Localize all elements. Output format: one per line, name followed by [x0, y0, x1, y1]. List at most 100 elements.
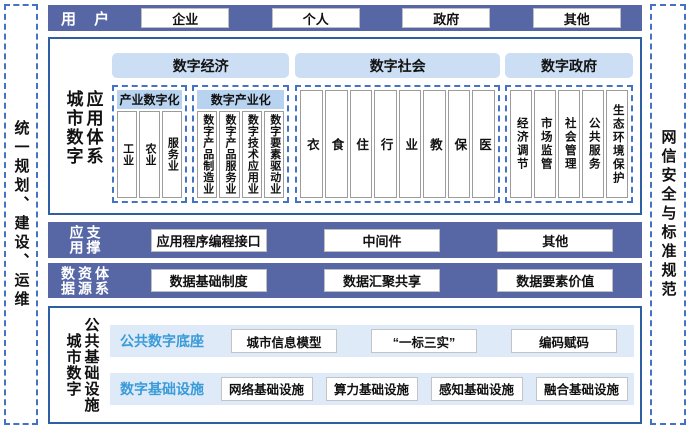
diagram-center-column: 用 户 企业 个人 政府 其他 城市数字 应用体系 数字经济 [48, 4, 642, 425]
item-one-standard-three-reals: “一标三实” [371, 329, 477, 354]
data-item-basic-system: 数据基础制度 [150, 269, 267, 292]
user-item-other: 其他 [532, 8, 621, 28]
digital-society-columns: 衣 食 住 行 业 教 保 医 [300, 90, 496, 198]
right-security-standards-panel: 网信安全与标准规范 [650, 4, 686, 425]
digital-industrialization-header: 数字产业化 [197, 90, 285, 109]
column-social-management: 社会管理 [558, 90, 580, 198]
group-industry-digitalization: 产业数字化 工业 农业 服务业 [112, 85, 188, 203]
support-item-other: 其他 [497, 228, 614, 252]
data-item-aggregation-sharing: 数据汇聚共享 [323, 269, 440, 292]
public-infrastructure-label-col2: 公共基础设施 [82, 317, 100, 413]
column-industry: 工业 [117, 111, 138, 198]
data-resource-label-col1: 数据 [60, 265, 76, 296]
item-computing-infrastructure: 算力基础设施 [325, 376, 418, 401]
application-support-label-col2: 支撑 [85, 225, 102, 255]
item-sensing-infrastructure: 感知基础设施 [430, 376, 523, 401]
digital-society-header: 数字社会 [295, 53, 500, 78]
item-converged-infrastructure: 融合基础设施 [535, 376, 628, 401]
column-education: 教 [423, 90, 446, 198]
user-zone-government: 政府 [381, 8, 512, 28]
data-zone-basic-system: 数据基础制度 [122, 269, 295, 292]
application-system-label-col1: 城市数字 [63, 90, 83, 166]
column-social-security: 保 [447, 90, 471, 198]
user-zone-enterprise: 企业 [120, 8, 251, 28]
industry-digitalization-columns: 工业 农业 服务业 [117, 111, 183, 198]
digital-infrastructure-row: 数字基础设施 网络基础设施 算力基础设施 感知基础设施 融合基础设施 [110, 372, 634, 405]
application-support-label-col1: 应用 [68, 225, 85, 255]
right-panel-label: 网信安全与标准规范 [659, 129, 677, 300]
public-infrastructure-label-col1: 城市数字 [64, 333, 82, 397]
application-support-label: 应用 支撑 [48, 225, 122, 255]
left-governance-panel: 统一规划、建设、运维 [4, 4, 38, 425]
user-item-government: 政府 [402, 8, 491, 28]
item-city-information-model: 城市信息模型 [231, 329, 337, 354]
base-zone-one-standard-three-reals: “一标三实” [354, 329, 494, 354]
column-housing: 住 [349, 90, 373, 198]
left-panel-label: 统一规划、建设、运维 [12, 119, 30, 310]
public-digital-base-row: 公共数字底座 城市信息模型 “一标三实” 编码赋码 [110, 325, 634, 358]
digital-government-body: 经济调节 市场监管 社会管理 公共服务 生态环境保护 [505, 85, 633, 203]
user-item-individual: 个人 [271, 8, 360, 28]
column-food: 食 [324, 90, 348, 198]
section-digital-economy: 数字经济 产业数字化 工业 农业 服务业 数字产业化 数字产品制造业 [112, 53, 290, 203]
item-coding-assignment: 编码赋码 [511, 329, 617, 354]
public-infrastructure-label: 城市数字 公共基础设施 [54, 310, 110, 420]
column-service-industry: 服务业 [161, 111, 183, 198]
column-economic-regulation: 经济调节 [510, 90, 532, 198]
user-item-enterprise: 企业 [141, 8, 230, 28]
section-digital-government: 数字政府 经济调节 市场监管 社会管理 公共服务 生态环境保护 [505, 53, 633, 203]
column-clothing: 衣 [300, 90, 323, 198]
column-digital-technology-application: 数字技术应用业 [241, 111, 263, 198]
support-zone-other: 其他 [469, 228, 642, 252]
data-resource-label-col2: 资源 [77, 265, 93, 296]
group-digital-industrialization: 数字产业化 数字产品制造业 数字产品服务业 数字技术应用业 数字要素驱动业 [192, 85, 290, 203]
data-resource-label-col3: 体系 [94, 265, 110, 296]
section-digital-society: 数字社会 衣 食 住 行 业 教 保 医 [295, 53, 500, 203]
application-system-box: 城市数字 应用体系 数字经济 产业数字化 工业 农业 服务业 [48, 37, 642, 215]
column-market-supervision: 市场监管 [534, 90, 556, 198]
infra-zone-converged: 融合基础设施 [529, 376, 634, 401]
column-agriculture: 农业 [139, 111, 160, 198]
data-zone-aggregation-sharing: 数据汇聚共享 [295, 269, 468, 292]
support-zone-middleware: 中间件 [295, 228, 468, 252]
column-digital-factor-driven: 数字要素驱动业 [264, 111, 285, 198]
column-transport: 行 [374, 90, 397, 198]
digital-economy-header: 数字经济 [112, 53, 290, 78]
public-infrastructure-rows: 公共数字底座 城市信息模型 “一标三实” 编码赋码 数字基础设施 网络基础设施 [110, 310, 634, 420]
support-item-api: 应用程序编程接口 [150, 228, 267, 252]
data-zone-factor-value: 数据要素价值 [469, 269, 642, 292]
base-zone-city-information-model: 城市信息模型 [214, 329, 354, 354]
public-infrastructure-box: 城市数字 公共基础设施 公共数字底座 城市信息模型 “一标三实” 编码赋码 [48, 306, 642, 424]
digital-economy-body: 产业数字化 工业 农业 服务业 数字产业化 数字产品制造业 数字产品服务业 数字… [112, 85, 290, 203]
application-system-label-col2: 应用体系 [83, 90, 103, 166]
column-digital-product-manufacturing: 数字产品制造业 [197, 111, 218, 198]
digital-society-body: 衣 食 住 行 业 教 保 医 [295, 85, 500, 203]
column-public-service: 公共服务 [582, 90, 604, 198]
item-network-infrastructure: 网络基础设施 [220, 376, 313, 401]
column-digital-product-services: 数字产品服务业 [219, 111, 240, 198]
digital-industrialization-columns: 数字产品制造业 数字产品服务业 数字技术应用业 数字要素驱动业 [197, 111, 285, 198]
support-zone-api: 应用程序编程接口 [122, 228, 295, 252]
column-eco-environment-protection: 生态环境保护 [606, 90, 628, 198]
infra-zone-network: 网络基础设施 [214, 376, 319, 401]
application-system-label: 城市数字 应用体系 [54, 53, 112, 203]
data-resource-system-bar: 数据 资源 体系 数据基础制度 数据汇聚共享 数据要素价值 [48, 263, 642, 298]
user-zone-other: 其他 [512, 8, 643, 28]
public-digital-base-label: 公共数字底座 [120, 333, 204, 350]
user-zone-individual: 个人 [251, 8, 382, 28]
user-bar-title: 用 户 [61, 10, 117, 28]
data-resource-system-label: 数据 资源 体系 [48, 266, 122, 296]
industry-digitalization-header: 产业数字化 [117, 90, 183, 109]
support-item-middleware: 中间件 [323, 228, 440, 252]
user-bar: 用 户 企业 个人 政府 其他 [48, 5, 642, 31]
column-employment: 业 [398, 90, 422, 198]
infra-zone-sensing: 感知基础设施 [424, 376, 529, 401]
digital-government-header: 数字政府 [505, 53, 633, 78]
data-item-factor-value: 数据要素价值 [497, 269, 614, 292]
digital-government-columns: 经济调节 市场监管 社会管理 公共服务 生态环境保护 [510, 90, 628, 198]
column-medical: 医 [472, 90, 496, 198]
base-zone-coding-assignment: 编码赋码 [494, 329, 634, 354]
digital-infrastructure-label: 数字基础设施 [120, 380, 204, 397]
infra-zone-computing: 算力基础设施 [319, 376, 424, 401]
